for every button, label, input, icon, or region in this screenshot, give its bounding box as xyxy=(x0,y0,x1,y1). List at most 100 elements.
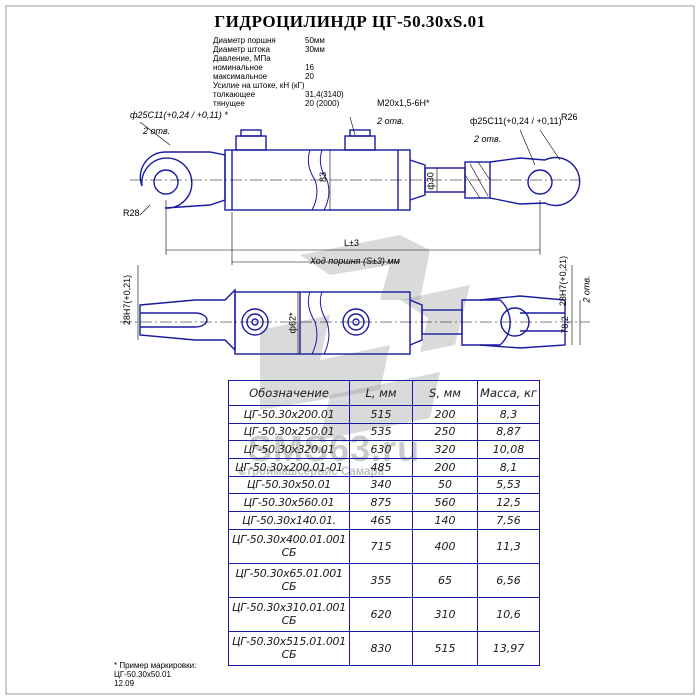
cell-length: 515 xyxy=(349,405,413,424)
col-stroke: S, мм xyxy=(412,380,478,406)
dim-holes-port: 2 отв. xyxy=(377,116,405,126)
cell-length: 355 xyxy=(349,562,413,598)
cell-mass: 10,08 xyxy=(477,440,540,459)
cell-designation: ЦГ-50.30х400.01.001 СБ xyxy=(228,528,350,564)
dim-slot-left: 28Н7(+0,21) xyxy=(122,274,133,326)
cell-length: 715 xyxy=(349,528,413,564)
dim-holes-right: 2 отв. xyxy=(474,134,502,144)
dim-port-thread: М20х1,5-6Н* xyxy=(377,98,430,108)
cell-stroke: 560 xyxy=(412,493,478,512)
cell-mass: 5,53 xyxy=(477,475,540,495)
left-eye xyxy=(139,151,226,209)
col-designation: Обозначение xyxy=(228,380,350,406)
cell-mass: 6,56 xyxy=(477,562,540,598)
cell-designation: ЦГ-50.30х140.01. xyxy=(228,510,350,530)
drawing-title: ГИДРОЦИЛИНДР ЦГ-50.30хS.01 xyxy=(214,12,486,31)
spec-label: Диаметр поршня xyxy=(213,36,276,45)
right-pin-hole xyxy=(527,169,553,195)
cell-mass: 8,3 xyxy=(477,405,540,424)
cell-designation: ЦГ-50.30х50.01 xyxy=(228,475,350,495)
dim-stroke: Ход поршня (S±3) мм xyxy=(310,256,400,266)
col-mass: Масса, кг xyxy=(477,380,540,406)
spec-value: 30мм xyxy=(305,45,325,54)
footnote: * Пример маркировки: ЦГ-50.30х50.01 12.0… xyxy=(114,661,196,688)
footnote-line: ЦГ-50.30х50.01 xyxy=(114,670,171,679)
spec-label: максимальное xyxy=(213,72,268,81)
port-right xyxy=(344,135,376,151)
dim-r-right: R26 xyxy=(561,112,578,122)
cell-stroke: 250 xyxy=(412,422,478,442)
cell-length: 340 xyxy=(349,475,413,495)
cell-stroke: 65 xyxy=(412,562,478,598)
cell-length: 830 xyxy=(349,630,413,667)
spec-label: Диаметр штока xyxy=(213,45,270,54)
spec-row: Усилие на штоке, кН (кГ) xyxy=(213,81,344,90)
cell-designation: ЦГ-50.30х200.01 xyxy=(228,405,350,424)
dim-pin-left: ф25С11(+0,24 / +0,11) * xyxy=(130,110,228,120)
cell-length: 875 xyxy=(349,493,413,512)
spec-label: Усилие на штоке, кН (кГ) xyxy=(213,81,305,90)
cell-stroke: 310 xyxy=(412,596,478,632)
spec-label: Давление, МПа xyxy=(213,54,271,63)
cell-designation: ЦГ-50.30х560.01 xyxy=(228,493,350,512)
cell-stroke: 320 xyxy=(412,440,478,459)
dim-30: ф30 xyxy=(425,172,436,190)
footnote-line: 12.09 xyxy=(114,679,135,688)
dim-holes-bottom: 2 отв. xyxy=(581,275,592,303)
spec-value: 50мм xyxy=(305,36,325,45)
dim-78: 78,2 xyxy=(559,316,570,334)
dim-holes-left: 2 отв. xyxy=(143,126,171,136)
spec-value: 20 (2000) xyxy=(305,99,340,108)
table-header-row: Обозначение L, мм S, мм Масса, кг xyxy=(228,380,540,406)
cell-mass: 10,6 xyxy=(477,596,540,632)
cell-stroke: 515 xyxy=(412,630,478,667)
spec-value: 16 xyxy=(305,63,314,72)
cell-designation: ЦГ-50.30х515.01.001 СБ xyxy=(228,630,350,667)
cell-stroke: 50 xyxy=(412,475,478,495)
cell-mass: 11,3 xyxy=(477,528,540,564)
footnote-line: * Пример маркировки: xyxy=(114,661,197,670)
cell-designation: ЦГ-50.30х250.01 xyxy=(228,422,350,442)
cell-length: 630 xyxy=(349,440,413,459)
cell-length: 485 xyxy=(349,457,413,477)
top-view xyxy=(139,129,581,211)
cell-stroke: 200 xyxy=(412,405,478,424)
dim-slot-right: 28Н7(+0,21) xyxy=(558,255,569,307)
spec-row: Давление, МПа xyxy=(213,54,344,63)
port-left xyxy=(235,135,267,151)
dim-62: ф62* xyxy=(287,312,298,334)
col-length: L, мм xyxy=(349,380,413,406)
cell-length: 465 xyxy=(349,510,413,530)
cell-mass: 7,56 xyxy=(477,510,540,530)
dim-r-left: R28 xyxy=(123,208,140,218)
cell-mass: 12,5 xyxy=(477,493,540,512)
variants-table: Обозначение L, мм S, мм Масса, кг ЦГ-50.… xyxy=(228,380,540,667)
dim-length: L±3 xyxy=(344,238,359,248)
cell-length: 535 xyxy=(349,422,413,442)
spec-row: тянущее 20 (2000) xyxy=(213,99,344,108)
left-pin-hole xyxy=(153,169,179,195)
spec-label: тянущее xyxy=(213,99,245,108)
spec-row: Диаметр поршня 50мм xyxy=(213,36,344,45)
spec-label: толкающее xyxy=(213,90,256,99)
cell-length: 620 xyxy=(349,596,413,632)
cell-stroke: 200 xyxy=(412,457,478,477)
cell-mass: 13,97 xyxy=(477,630,540,667)
cell-designation: ЦГ-50.30х200.01-01 xyxy=(228,457,350,477)
cell-mass: 8,1 xyxy=(477,457,540,477)
